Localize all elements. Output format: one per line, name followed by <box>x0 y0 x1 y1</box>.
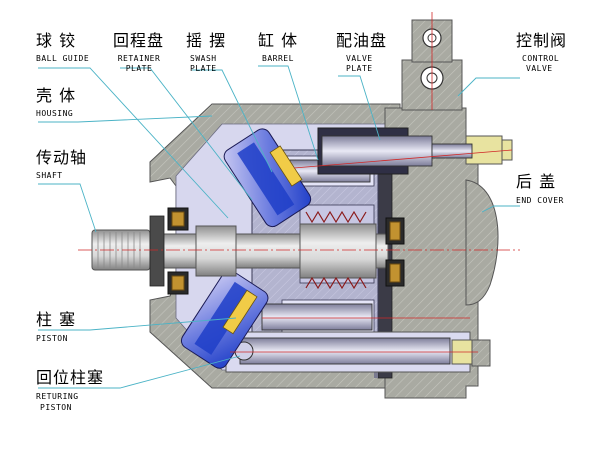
label-retainer-plate-en2: PLATE <box>125 64 153 73</box>
slipper-lower <box>222 289 258 335</box>
label-barrel: 缸 体 <box>258 31 299 50</box>
rear-bearing-bottom <box>385 259 405 287</box>
shaft-spline-inner <box>299 223 377 279</box>
label-swash-plate-en2: PLATE <box>190 64 217 73</box>
label-valve-plate-en2: PLATE <box>346 64 373 73</box>
label-ball-guide-en: BALL GUIDE <box>36 54 90 63</box>
centerlines <box>78 12 520 353</box>
label-end-cover-en: END COVER <box>516 196 564 205</box>
end-cover <box>384 107 479 399</box>
label-control-valve-en1: CONTROL <box>522 54 560 63</box>
label-shaft-en: SHAFT <box>36 171 63 180</box>
label-barrel-en: BARREL <box>262 54 294 63</box>
label-returning-piston: 回位柱塞 <box>36 368 105 387</box>
label-valve-plate-en1: VALVE <box>346 54 373 63</box>
lower-piston <box>261 303 373 331</box>
label-piston: 柱 塞 <box>36 310 77 329</box>
end-cover-bulge <box>465 179 499 306</box>
label-housing: 壳 体 <box>36 86 77 105</box>
label-returning-piston-en1: RETURING <box>36 392 79 401</box>
returning-piston <box>239 337 451 365</box>
label-housing-en: HOUSING <box>36 109 74 118</box>
front-bearing-bottom <box>167 271 189 295</box>
barrel-spring <box>305 210 367 290</box>
shaft-collar <box>195 225 237 277</box>
slipper-upper <box>269 145 303 187</box>
shaft-seal <box>149 215 165 287</box>
label-ball-guide: 球 铰 <box>36 31 77 50</box>
label-piston-en: PISTON <box>36 334 68 343</box>
label-control-valve-en2: VALVE <box>526 64 553 73</box>
front-bearing-top <box>167 207 189 231</box>
label-swash-plate-en1: SWASH <box>190 54 217 63</box>
rear-bearing-top <box>385 217 405 245</box>
end-cover-plug <box>471 339 491 367</box>
label-control-valve: 控制阀 <box>516 31 568 50</box>
label-valve-plate: 配油盘 <box>336 31 388 50</box>
leader-lines <box>38 65 520 389</box>
label-retainer-plate: 回程盘 <box>113 31 165 50</box>
label-shaft: 传动轴 <box>36 148 88 167</box>
label-swash-plate: 摇 摆 <box>186 31 227 50</box>
control-spool-cap <box>501 139 513 161</box>
label-end-cover: 后 盖 <box>516 172 557 191</box>
label-returning-piston-en2: PISTON <box>40 403 72 412</box>
label-retainer-plate-en1: RETAINER <box>117 54 161 63</box>
